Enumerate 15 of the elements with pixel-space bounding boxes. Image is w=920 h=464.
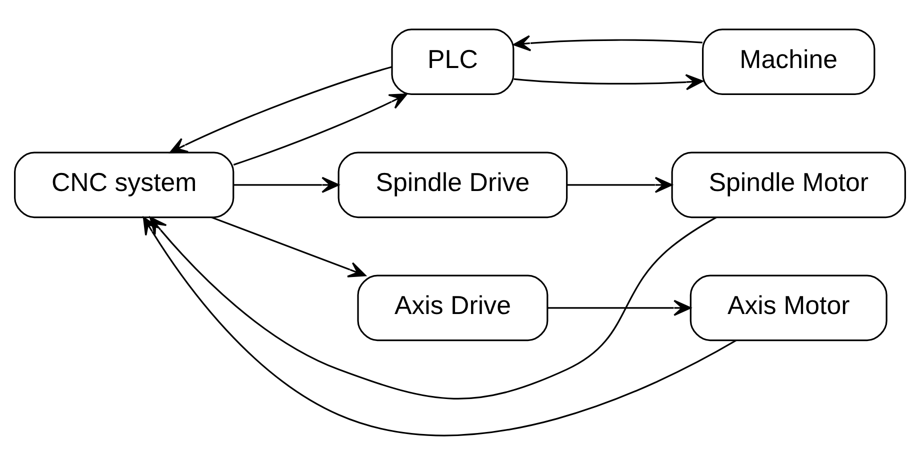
node-box: Machine: [702, 28, 876, 95]
arrow: [513, 34, 702, 51]
node-box: Axis Drive: [357, 274, 548, 341]
node-box: Axis Motor: [690, 274, 888, 341]
node-box: Spindle Motor: [671, 151, 906, 218]
node-box: CNC system: [14, 151, 234, 218]
arrow: [547, 299, 692, 316]
arrow: [514, 74, 704, 90]
arrow: [566, 176, 672, 192]
node-box: PLC: [391, 28, 514, 95]
arrow: [211, 216, 366, 277]
node-box: Spindle Drive: [338, 151, 568, 218]
arrow: [233, 93, 408, 166]
arrow: [169, 66, 392, 153]
arrow: [234, 176, 340, 192]
